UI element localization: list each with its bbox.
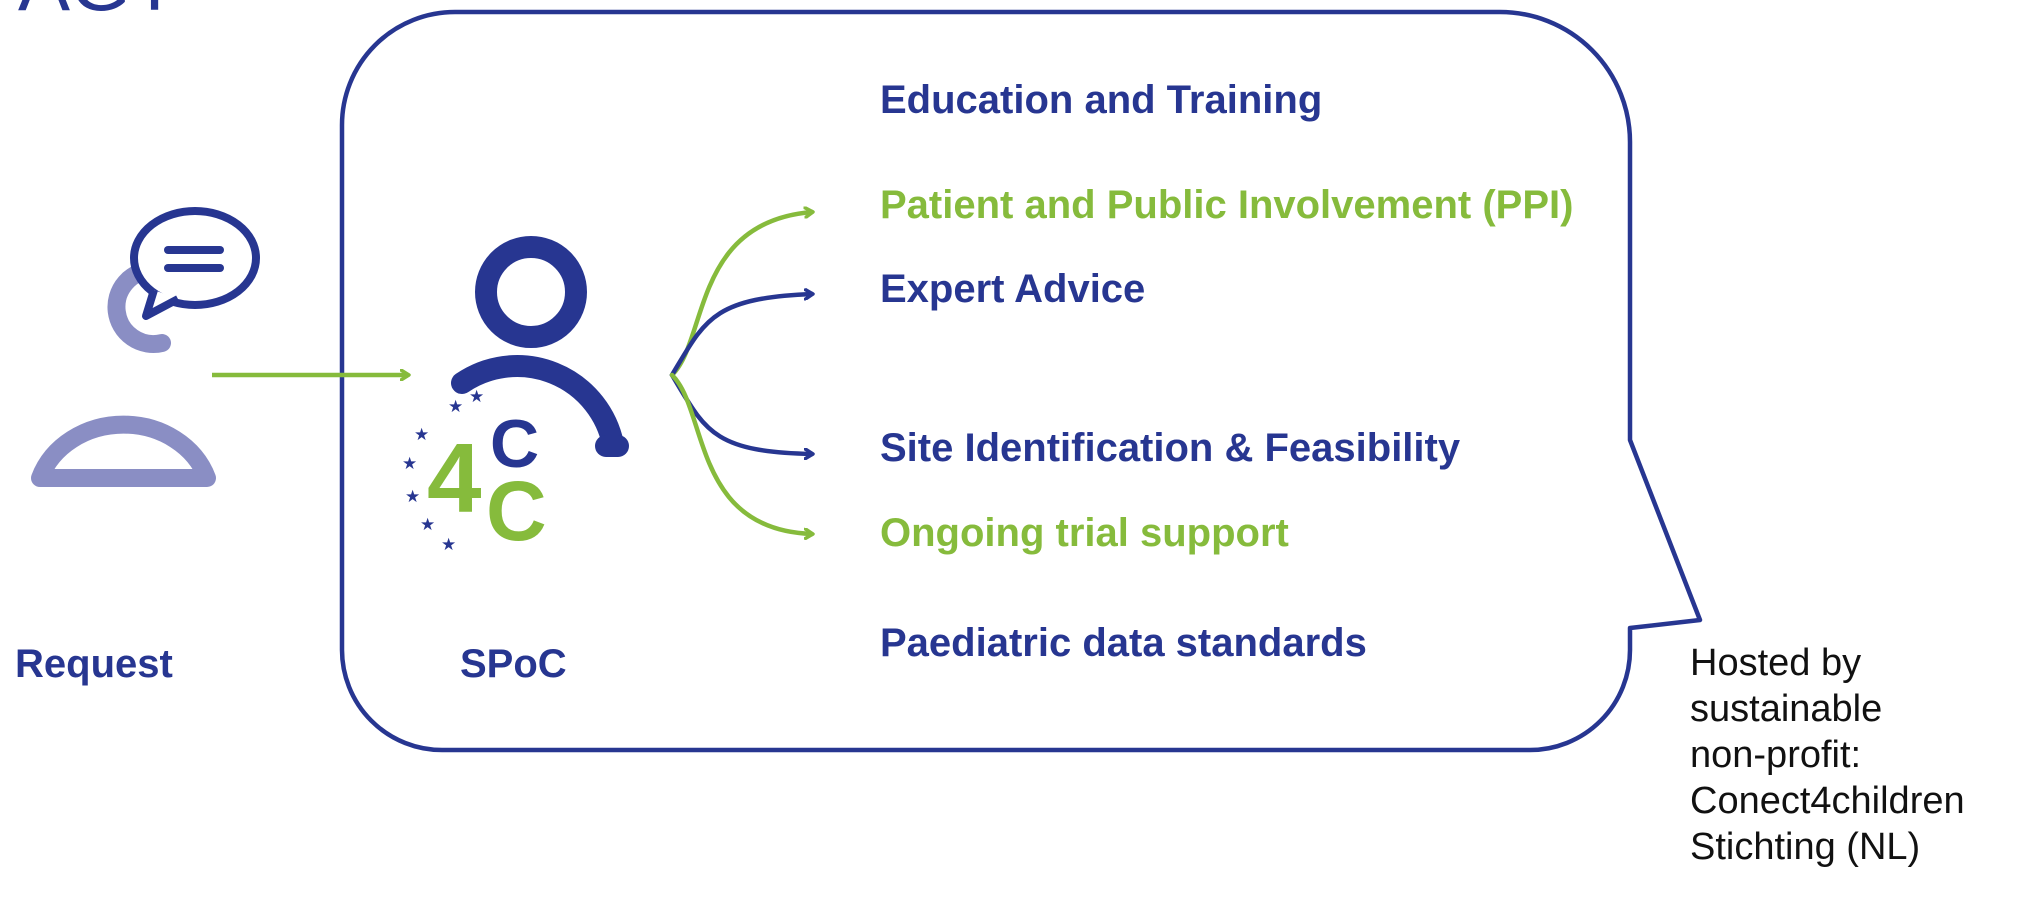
branch-arrows [669, 212, 812, 534]
person-speech-icon [31, 207, 260, 487]
arrow-icon [669, 372, 812, 534]
service-paediatric-data: Paediatric data standards [880, 621, 1367, 665]
c4c-logo-icon: ★ ★ ★ ★ ★ ★ ★ 4 C C [402, 387, 547, 558]
service-ppi: Patient and Public Involvement (PPI) [880, 183, 1573, 227]
hosted-line: sustainable [1690, 688, 1883, 730]
svg-text:★: ★ [469, 387, 484, 407]
svg-text:★: ★ [405, 487, 420, 507]
logo-letter-c-bottom: C [486, 464, 547, 558]
spoc-label: SPoC [460, 642, 567, 686]
hosted-line: Hosted by [1690, 642, 1862, 684]
hosted-by-note: Hosted by sustainable non-profit: Conect… [1690, 640, 2020, 870]
svg-text:★: ★ [441, 535, 456, 555]
service-expert-advice: Expert Advice [880, 267, 1145, 311]
svg-text:★: ★ [448, 397, 463, 417]
speech-bubble-frame [339, 9, 1703, 753]
service-site-identification: Site Identification & Feasibility [880, 426, 1461, 470]
hosted-line: Conect4children [1690, 780, 1965, 822]
arrow-icon [669, 294, 812, 378]
hosted-line: non-profit: [1690, 734, 1862, 776]
service-ongoing-trial-support: Ongoing trial support [880, 511, 1289, 555]
logo-letter-c-top: C [490, 406, 539, 482]
request-label: Request [15, 642, 173, 686]
partial-title: AGT [18, 0, 178, 27]
service-education-training: Education and Training [880, 78, 1322, 122]
svg-text:★: ★ [420, 515, 435, 535]
logo-digit: 4 [427, 423, 482, 533]
spoc-person-icon [451, 236, 629, 457]
hosted-line: Stichting (NL) [1690, 826, 1921, 868]
svg-text:★: ★ [414, 425, 429, 445]
svg-text:★: ★ [402, 454, 417, 474]
